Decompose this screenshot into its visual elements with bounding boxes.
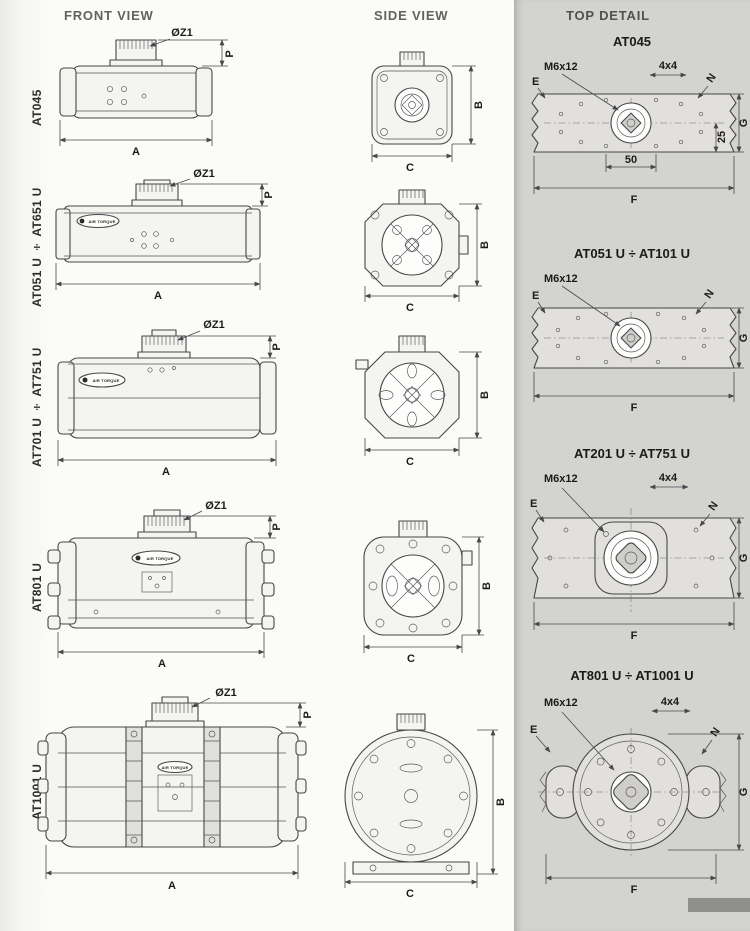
dim-label-c: C <box>406 302 414 314</box>
top-detail-title-at045: AT045 <box>612 34 652 49</box>
front-view-header: FRONT VIEW <box>64 8 154 23</box>
row-label-at701: AT701 U ÷ AT751 U <box>30 347 44 467</box>
label-g: G <box>738 334 750 343</box>
top-detail-at045-drawing: M6x12 E 4x4 N 25 G 50 F <box>531 60 750 206</box>
dim-label-a: A <box>132 146 140 158</box>
label-g: G <box>738 119 750 128</box>
brand-label: AIR TORQUE <box>146 556 173 561</box>
top-detail-at051-drawing: M6x12 E N G F <box>531 273 750 414</box>
dim-label-b: B <box>479 241 491 249</box>
label-f: F <box>631 194 638 206</box>
dim-label-b: B <box>473 101 485 109</box>
label-n: N <box>702 288 716 301</box>
dim-label-c: C <box>406 456 414 468</box>
front-view-at801-drawing: AIR TORQUE ØZ1 P A <box>47 500 283 670</box>
dim-label-b: B <box>479 391 491 399</box>
label-4x4: 4x4 <box>659 472 678 484</box>
label-n: N <box>706 500 720 513</box>
label-m6x12: M6x12 <box>544 473 578 485</box>
row-label-at045: AT045 <box>30 89 44 127</box>
label-4x4: 4x4 <box>661 696 680 708</box>
side-view-at801-drawing: C B <box>363 520 493 665</box>
brand-label: AIR TORQUE <box>88 219 115 224</box>
label-4x4: 4x4 <box>659 60 678 72</box>
label-f: F <box>631 884 638 896</box>
row-label-at051: AT051 U ÷ AT651 U <box>30 187 44 307</box>
side-view-header: SIDE VIEW <box>374 8 449 23</box>
label-m6x12: M6x12 <box>544 697 578 709</box>
label-f: F <box>631 630 638 642</box>
brand-label: AIR TORQUE <box>161 765 188 770</box>
dim-label-z1: ØZ1 <box>193 168 214 180</box>
dim-label-a: A <box>162 466 170 478</box>
dim-label-p: P <box>263 191 275 198</box>
side-view-at051-drawing: C B <box>364 189 491 314</box>
label-n: N <box>708 726 722 739</box>
dim-label-a: A <box>168 880 176 892</box>
dim-label-z1: ØZ1 <box>171 27 192 39</box>
label-g: G <box>738 554 750 563</box>
dim-label-b: B <box>495 798 507 806</box>
label-n: N <box>704 72 718 85</box>
dim-label-c: C <box>406 888 414 900</box>
label-e: E <box>532 76 539 88</box>
dim-label-b: B <box>481 582 493 590</box>
top-detail-title-at201: AT201 U ÷ AT751 U <box>574 446 690 461</box>
label-25: 25 <box>716 131 728 143</box>
label-50: 50 <box>625 154 637 166</box>
front-view-at051-drawing: AIR TORQUE ØZ1 P A <box>55 168 275 302</box>
front-view-at701-drawing: AIR TORQUE ØZ1 P A <box>57 319 283 478</box>
dim-label-z1: ØZ1 <box>205 500 226 512</box>
dim-label-c: C <box>407 653 415 665</box>
scan-corner-bar <box>688 898 750 912</box>
top-detail-title-at801: AT801 U ÷ AT1001 U <box>570 668 694 683</box>
brand-label: AIR TORQUE <box>92 378 119 383</box>
label-g: G <box>738 788 750 797</box>
top-detail-header: TOP DETAIL <box>566 8 650 23</box>
label-e: E <box>530 724 537 736</box>
dim-label-c: C <box>406 162 414 174</box>
dim-label-z1: ØZ1 <box>203 319 224 331</box>
dim-label-a: A <box>154 290 162 302</box>
side-view-at701-drawing: C B <box>355 335 491 468</box>
top-detail-at801-drawing: M6x12 4x4 E N G F <box>530 696 750 896</box>
label-e: E <box>530 498 537 510</box>
label-m6x12: M6x12 <box>544 273 578 285</box>
top-detail-title-at051: AT051 U ÷ AT101 U <box>574 246 690 261</box>
side-view-at045-drawing: C B <box>371 51 485 174</box>
side-view-at1001-drawing: C B <box>344 713 507 900</box>
dim-label-p: P <box>271 523 283 530</box>
label-e: E <box>532 290 539 302</box>
front-view-at1001-drawing: AIR TORQUE ØZ1 P A <box>37 687 314 892</box>
dim-label-z1: ØZ1 <box>215 687 236 699</box>
label-m6x12: M6x12 <box>544 61 578 73</box>
dim-label-a: A <box>158 658 166 670</box>
top-detail-at201-drawing: M6x12 4x4 E N G F <box>530 472 750 642</box>
dim-label-p: P <box>271 343 283 350</box>
dim-label-p: P <box>224 50 236 57</box>
dim-label-p: P <box>302 711 314 718</box>
label-f: F <box>631 402 638 414</box>
front-view-at045-drawing: ØZ1 P A <box>59 27 236 158</box>
